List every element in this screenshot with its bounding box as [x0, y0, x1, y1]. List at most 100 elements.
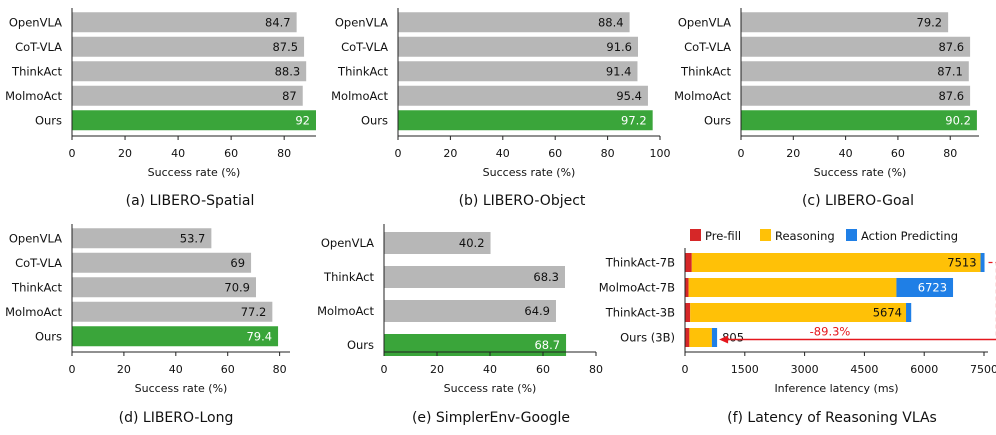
category-label: Ours — [347, 338, 374, 352]
x-axis-label: Inference latency (ms) — [774, 382, 898, 395]
bar-segment-reasoning — [690, 303, 907, 322]
data-label: 92 — [295, 113, 310, 127]
x-tick-label: 40 — [171, 147, 185, 160]
x-tick-label: 6000 — [910, 363, 938, 376]
panel-caption: (b) LIBERO-Object — [459, 193, 586, 209]
category-label: ThinkAct — [11, 280, 62, 294]
bar — [741, 61, 969, 82]
x-tick-label: 60 — [536, 363, 550, 376]
category-label: CoT-VLA — [341, 40, 388, 54]
data-label: 77.2 — [241, 305, 267, 319]
x-tick-label: 20 — [443, 147, 457, 160]
x-tick-label: 60 — [224, 147, 238, 160]
total-label: 6723 — [918, 281, 947, 295]
data-label: 79.2 — [917, 15, 943, 29]
bar — [72, 85, 303, 106]
category-label: OpenVLA — [9, 231, 62, 245]
bar-segment-action-predicting — [906, 303, 912, 322]
category-label: Ours — [361, 113, 388, 127]
data-label: 88.4 — [598, 15, 624, 29]
x-tick-label: 40 — [496, 147, 510, 160]
bar-segment-pre-fill — [685, 253, 692, 272]
bar-segment-action-predicting — [896, 278, 954, 297]
bar — [384, 300, 556, 322]
x-axis-label: Success rate (%) — [444, 382, 537, 395]
category-label: ThinkAct — [680, 64, 731, 78]
total-label: 7513 — [947, 256, 976, 270]
category-label: MolmoAct — [331, 89, 388, 103]
bar-segment-pre-fill — [685, 278, 689, 297]
x-tick-label: 80 — [273, 363, 287, 376]
category-label: Ours — [35, 113, 62, 127]
category-label: OpenVLA — [335, 15, 388, 29]
bar — [72, 252, 252, 273]
bar — [72, 228, 212, 249]
bar-segment-reasoning — [691, 253, 981, 272]
data-label: 87 — [282, 89, 297, 103]
data-label: 69 — [230, 256, 245, 270]
bar — [72, 301, 273, 322]
x-axis-label: Success rate (%) — [483, 166, 576, 179]
panel-caption: (d) LIBERO-Long — [119, 410, 234, 426]
category-label: Ours — [704, 113, 731, 127]
x-tick-label: 40 — [169, 363, 183, 376]
data-label: 91.4 — [606, 64, 632, 78]
bar — [384, 334, 567, 356]
category-label: ThinkAct-3B — [605, 306, 675, 320]
x-tick-label: 80 — [943, 147, 957, 160]
bar-segment-action-predicting — [711, 328, 718, 347]
data-label: 64.9 — [524, 304, 550, 318]
data-label: 68.3 — [533, 270, 559, 284]
category-label: MolmoAct — [5, 305, 62, 319]
x-tick-label: 20 — [430, 363, 444, 376]
bar — [72, 277, 257, 298]
category-label: OpenVLA — [321, 236, 374, 250]
legend-swatch — [690, 229, 701, 241]
category-label: Ours (3B) — [620, 331, 675, 345]
bar — [741, 85, 971, 106]
bar — [72, 110, 316, 131]
category-label: CoT-VLA — [15, 256, 62, 270]
x-tick-label: 4500 — [850, 363, 878, 376]
category-label: MolmoAct — [317, 304, 374, 318]
x-tick-label: 20 — [117, 363, 131, 376]
x-tick-label: 60 — [548, 147, 562, 160]
x-tick-label: 0 — [395, 147, 402, 160]
data-label: 87.5 — [272, 40, 298, 54]
x-tick-label: 7500 — [970, 363, 996, 376]
bar-segment-action-predicting — [980, 253, 985, 272]
x-tick-label: 0 — [682, 363, 689, 376]
panel-caption: (c) LIBERO-Goal — [802, 193, 914, 209]
legend-swatch — [846, 229, 857, 241]
x-tick-label: 20 — [118, 147, 132, 160]
category-label: Ours — [35, 329, 62, 343]
panel-caption: (a) LIBERO-Spatial — [126, 193, 255, 209]
x-tick-label: 0 — [381, 363, 388, 376]
category-label: OpenVLA — [9, 15, 62, 29]
category-label: MolmoAct — [5, 89, 62, 103]
reduction-arrow-head — [719, 335, 729, 344]
total-label: 5674 — [873, 306, 902, 320]
data-label: 95.4 — [616, 89, 642, 103]
panel-caption: (f) Latency of Reasoning VLAs — [727, 410, 937, 426]
reduction-dashed-line — [988, 261, 996, 340]
data-label: 97.2 — [621, 113, 647, 127]
data-label: 70.9 — [224, 280, 250, 294]
category-label: ThinkAct-7B — [605, 256, 675, 270]
category-label: ThinkAct — [323, 270, 374, 284]
data-label: 88.3 — [275, 64, 301, 78]
data-label: 40.2 — [459, 236, 485, 250]
bar — [398, 110, 653, 131]
data-label: 87.6 — [938, 40, 964, 54]
bar — [398, 61, 638, 82]
x-tick-label: 80 — [589, 363, 603, 376]
x-tick-label: 60 — [891, 147, 905, 160]
category-label: ThinkAct — [11, 64, 62, 78]
